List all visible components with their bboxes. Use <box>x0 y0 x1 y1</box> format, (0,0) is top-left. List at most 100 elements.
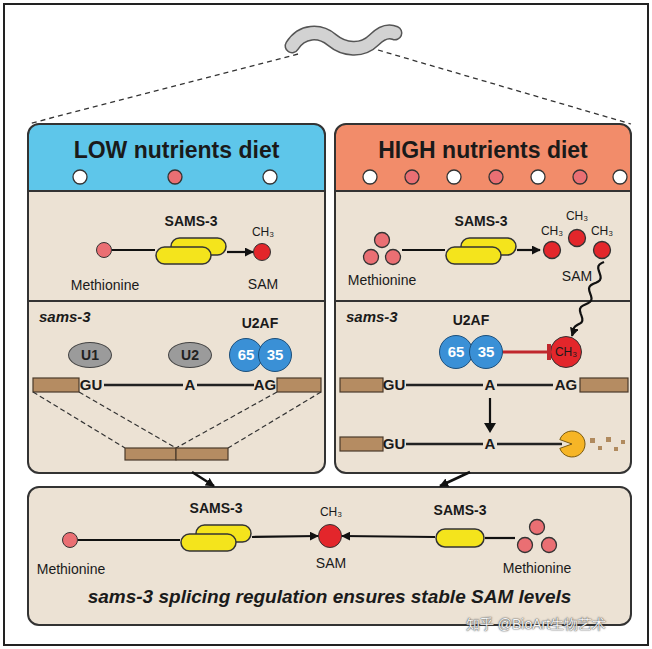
nutrient-dot <box>447 170 461 184</box>
enzyme-shape <box>155 237 227 265</box>
subunit-label: 65 <box>440 336 472 368</box>
worm-body <box>292 32 395 48</box>
rna-fragment <box>590 438 595 443</box>
sam-circle: CH₃SAM <box>318 524 342 548</box>
gene-label: sams-3 <box>39 308 109 326</box>
enzyme-subunit <box>181 534 236 551</box>
enzyme-label: SAMS-3 <box>151 213 231 230</box>
worm-outline <box>292 32 395 48</box>
arrow-head <box>484 423 496 433</box>
process-arrow <box>489 398 491 425</box>
sam-circle <box>544 242 561 259</box>
sam-group: CH₃CH₃CH₃SAM <box>540 228 614 262</box>
diet-panel: LOW nutrients dietMethionineSAMS-3CH₃SAM… <box>27 123 326 474</box>
enzyme-subunit <box>436 529 484 547</box>
enzyme-shape <box>445 237 517 265</box>
splice-site-label: AG <box>552 376 580 394</box>
sam-circle: CH₃SAM <box>253 243 271 261</box>
methionine-group <box>362 232 402 266</box>
panel-title: LOW nutrients diet <box>29 137 324 165</box>
splice-site-label: GU <box>380 376 408 394</box>
snrnp-ellipse: U2 <box>168 342 212 368</box>
branch-point-label: A <box>182 376 198 394</box>
splice-line <box>33 392 321 448</box>
sam-circle <box>569 230 586 247</box>
methionine-group: Methionine <box>362 232 402 266</box>
methionine-circle <box>386 250 401 265</box>
splicing-section: sams-3U1U26535 <box>29 300 324 472</box>
exon-bar <box>277 378 321 392</box>
reaction-arrow <box>517 249 540 251</box>
reaction-arrow <box>112 249 155 251</box>
nutrient-dot <box>613 170 627 184</box>
molecule-label: SAM <box>301 555 361 572</box>
rna-fragment <box>621 440 625 444</box>
molecule-label: Methionine <box>31 561 111 578</box>
reaction-arrow <box>342 536 435 537</box>
diet-panel: HIGH nutrients dietMethionineSAMS-3CH₃CH… <box>334 123 632 474</box>
enzyme-subunit <box>156 247 211 264</box>
nutrient-dot <box>405 170 419 184</box>
u2af-subunit: 35 <box>258 338 292 372</box>
nutrient-dot <box>73 170 87 184</box>
exon-bar <box>176 448 228 460</box>
u2af-subunit: 65 <box>439 335 473 369</box>
intron-line <box>104 384 254 387</box>
factor-label: U2AF <box>446 312 496 329</box>
methyl-label: CH₃ <box>589 224 615 238</box>
reaction-arrow <box>227 251 253 253</box>
enzyme-label: SAMS-3 <box>176 500 256 517</box>
watermark: 知乎 @BioArt生物艺术 <box>431 616 641 633</box>
splice-site-label: AG <box>251 376 279 394</box>
methyl-label: CH₃ <box>539 224 565 238</box>
enzyme-label: SAMS-3 <box>441 213 521 230</box>
methyl-label: CH₃ <box>243 225 283 239</box>
nutrient-dot <box>168 170 182 184</box>
methionine-group: Methionine <box>515 518 559 554</box>
splice-site-label: GU <box>77 376 105 394</box>
molecule-label: Methionine <box>497 560 577 577</box>
nutrient-dot <box>573 170 587 184</box>
exon-bar <box>125 448 176 460</box>
sam-circle <box>594 242 611 259</box>
decay-enzyme <box>560 431 585 457</box>
molecule-label: SAM <box>233 276 293 293</box>
reaction-arrow <box>440 472 470 486</box>
enzyme-subunit <box>446 247 501 264</box>
methionine-circle <box>530 520 545 535</box>
panel-title: HIGH nutrients diet <box>336 137 630 165</box>
splice-site-label: GU <box>380 435 408 453</box>
methionine-circle <box>364 250 379 265</box>
subunit-label: 35 <box>259 339 291 371</box>
factor-label: U1 <box>69 343 111 367</box>
methionine-circle <box>375 233 390 248</box>
rna-fragment <box>598 446 602 450</box>
exon-bar <box>340 437 383 451</box>
reaction-arrow <box>78 539 180 541</box>
zoom-line <box>28 54 298 124</box>
rna-fragment <box>606 437 611 442</box>
reaction-arrow <box>252 536 318 537</box>
methyl-label: CH₃ <box>551 337 581 367</box>
enzyme-dimer: SAMS-3 <box>180 524 252 552</box>
methyl-label: CH₃ <box>311 505 351 519</box>
methyl-circle: CH₃ <box>550 336 582 368</box>
rna-fragment <box>614 447 618 451</box>
methionine-circle: Methionine <box>96 242 112 258</box>
exon-bar <box>580 378 628 392</box>
summary-panel: sams-3 splicing regulation ensures stabl… <box>27 486 632 626</box>
gene-label: sams-3 <box>346 308 416 326</box>
branch-point-label: A <box>482 376 498 394</box>
u2af-subunit: 35 <box>469 335 503 369</box>
snrnp-ellipse: U1 <box>68 342 112 368</box>
molecule-label: Methionine <box>65 277 145 294</box>
methionine-circle <box>518 538 533 553</box>
splicing-section: sams-3 6535 CH₃ <box>336 300 630 472</box>
enzyme-monomer: SAMS-3 <box>435 528 485 548</box>
signal-connector <box>572 262 604 336</box>
factor-label: U2AF <box>235 315 285 332</box>
outer-frame <box>4 4 648 645</box>
